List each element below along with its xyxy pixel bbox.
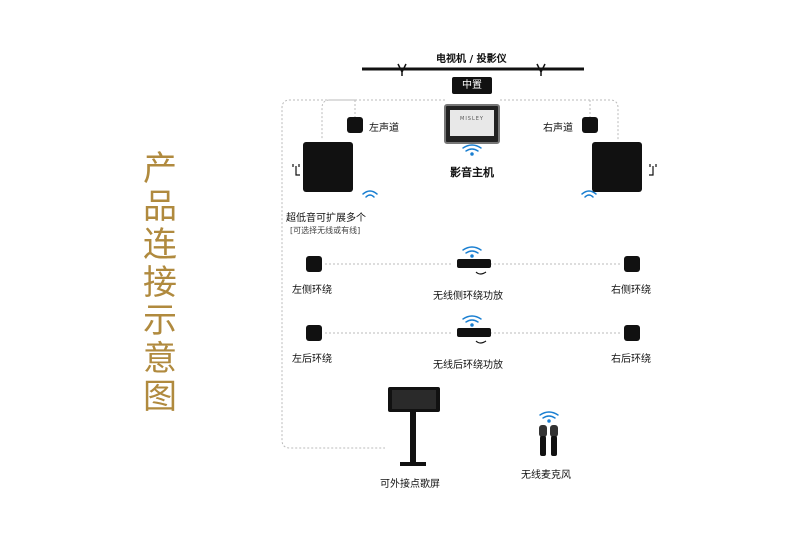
power-plug-icon-side-amp xyxy=(475,271,487,275)
subwoofer-note: [可选择无线或有线] xyxy=(290,226,361,235)
title-char: 意 xyxy=(143,339,177,379)
cable-right-sub xyxy=(500,99,619,140)
right-subwoofer xyxy=(592,142,642,192)
title-char: 连 xyxy=(143,225,177,265)
right-channel-speaker xyxy=(582,117,598,133)
right-rear-speaker xyxy=(624,325,640,341)
host-label: 影音主机 xyxy=(450,166,494,179)
right-rear-label: 右后环绕 xyxy=(611,354,651,365)
cable-left-sub xyxy=(321,99,445,140)
left-rear-label: 左后环绕 xyxy=(292,354,332,365)
touchscreen-stand-icon xyxy=(388,387,440,466)
wireless-rear-amp xyxy=(457,328,491,337)
host-unit: MISLEY xyxy=(444,104,500,144)
power-plug-icon-right xyxy=(649,164,657,176)
title-char: 品 xyxy=(143,187,177,227)
song-screen-label: 可外接点歌屏 xyxy=(380,479,440,490)
title-char: 产 xyxy=(143,149,177,189)
wireless-side-amp-label: 无线侧环绕功放 xyxy=(433,291,503,302)
wireless-rear-amp-label: 无线后环绕功放 xyxy=(433,360,503,371)
right-side-label: 右侧环绕 xyxy=(611,285,651,296)
power-plug-icon-left xyxy=(292,164,300,176)
diagram-title: 产 品 连 接 示 意 图 xyxy=(140,150,180,416)
title-char: 示 xyxy=(143,301,177,341)
wireless-mic-label: 无线麦克风 xyxy=(521,470,571,481)
left-side-speaker xyxy=(306,256,322,272)
wifi-icon-side-amp xyxy=(462,246,482,258)
wifi-icon-left-sub xyxy=(362,190,378,198)
wifi-icon-host xyxy=(462,144,482,156)
wifi-icon-rear-amp xyxy=(462,315,482,327)
center-speaker-tag: 中置 xyxy=(452,77,492,94)
left-channel-label: 左声道 xyxy=(369,123,399,134)
wifi-icon-mic xyxy=(539,411,559,423)
power-plug-icon-rear-amp xyxy=(475,340,487,344)
mount-hook-right xyxy=(536,63,546,76)
host-brand: MISLEY xyxy=(460,116,484,122)
subwoofer-label: 超低音可扩展多个 xyxy=(286,213,366,224)
tv-projector-label: 电视机 / 投影仪 xyxy=(436,54,507,65)
right-side-speaker xyxy=(624,256,640,272)
left-side-label: 左侧环绕 xyxy=(292,285,332,296)
left-subwoofer xyxy=(303,142,353,192)
right-channel-label: 右声道 xyxy=(543,123,573,134)
mount-hook-left xyxy=(397,63,407,76)
wifi-icon-right-sub xyxy=(581,190,597,198)
left-rear-speaker xyxy=(306,325,322,341)
title-char: 图 xyxy=(143,377,177,417)
wireless-side-amp xyxy=(457,259,491,268)
microphone-icon xyxy=(539,425,558,456)
title-char: 接 xyxy=(143,263,177,303)
left-channel-speaker xyxy=(347,117,363,133)
